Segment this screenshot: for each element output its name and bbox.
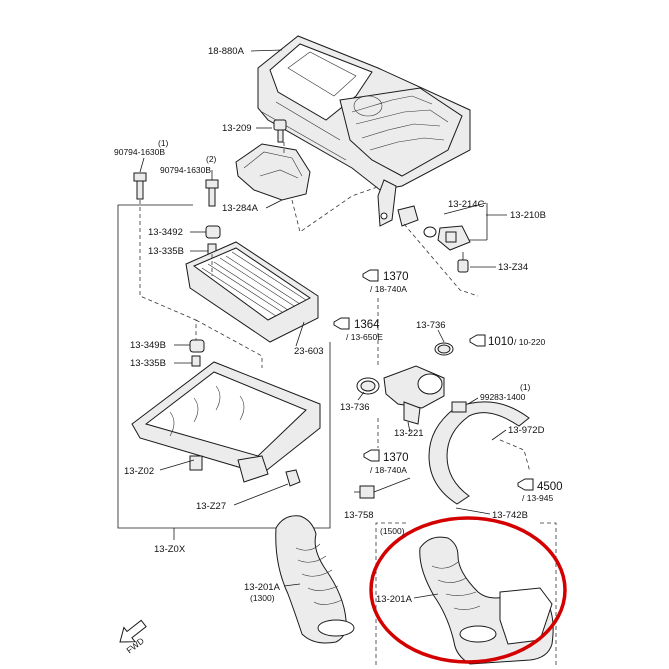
- ref-1370-a: 1370: [383, 271, 409, 283]
- label-90794-1-qty: (1): [158, 138, 169, 148]
- clamp-13-736-a[interactable]: [434, 342, 454, 356]
- grommet-13-349b[interactable]: [189, 339, 205, 353]
- ref-1370-b: 1370: [383, 452, 409, 464]
- label-13-349b: 13-349B: [130, 340, 166, 351]
- label-13-201a-b: 13-201A: [376, 594, 413, 605]
- clamp-13-736-b[interactable]: [356, 377, 380, 395]
- fwd-arrow-icon: [119, 619, 147, 643]
- ref-1010: 1010: [488, 336, 514, 348]
- label-13-758: 13-758: [344, 510, 374, 521]
- label-18-880a: 18-880A: [208, 46, 245, 57]
- hose-13-972d[interactable]: [428, 401, 530, 505]
- label-13-221: 13-221: [394, 428, 424, 439]
- bolt-13-209[interactable]: [273, 119, 287, 143]
- ref-10-220: / 10-220: [514, 337, 545, 347]
- ref-18-740a-b: / 18-740A: [370, 465, 407, 475]
- duct-13-221[interactable]: [383, 365, 445, 425]
- label-13-209: 13-209: [222, 123, 252, 134]
- label-99283-qty: (1): [520, 382, 531, 392]
- label-13-284a: 13-284A: [222, 203, 259, 214]
- label-13-3492: 13-3492: [148, 227, 183, 238]
- bolt-90794-1[interactable]: [133, 172, 147, 200]
- intake-duct-13-201a-1300[interactable]: [275, 515, 355, 644]
- collar-13-335b-b[interactable]: [191, 355, 201, 367]
- label-13-z27: 13-Z27: [196, 501, 226, 512]
- label-13-210b: 13-210B: [510, 210, 546, 221]
- label-13-742b: 13-742B: [492, 510, 528, 521]
- reference-arrow-icon: [333, 269, 534, 491]
- label-90794-2: 90794-1630B: [160, 165, 211, 175]
- bolt-90794-2[interactable]: [205, 179, 219, 207]
- label-13-z02: 13-Z02: [124, 466, 154, 477]
- grommet-13-3492[interactable]: [205, 225, 221, 239]
- o-ring-13-214c[interactable]: [423, 226, 437, 238]
- air-cleaner-case-13-z02[interactable]: [131, 361, 321, 483]
- label-1300: (1300): [250, 593, 275, 603]
- ref-18-740a-a: / 18-740A: [370, 284, 407, 294]
- label-1500: (1500): [380, 526, 405, 536]
- label-13-z0x: 13-Z0X: [154, 544, 186, 555]
- label-13-z34: 13-Z34: [498, 262, 528, 273]
- label-23-603: 23-603: [294, 346, 324, 357]
- label-13-972d: 13-972D: [508, 425, 545, 436]
- ref-13-650e: / 13-650E: [346, 332, 383, 342]
- label-13-201a-a: 13-201A: [244, 582, 281, 593]
- screw-13-z34[interactable]: [457, 252, 469, 273]
- resonator-13-284a[interactable]: [235, 143, 311, 201]
- air-filter-element-23-603[interactable]: [185, 241, 319, 343]
- ref-13-945: / 13-945: [522, 493, 553, 503]
- label-90794-2-qty: (2): [206, 154, 217, 164]
- label-99283-1400: 99283-1400: [480, 392, 526, 402]
- ref-1364: 1364: [354, 319, 380, 331]
- label-13-736-b: 13-736: [340, 402, 370, 413]
- mass-airflow-sensor[interactable]: [437, 225, 471, 251]
- clip-13-z27[interactable]: [285, 469, 301, 487]
- label-13-736-a: 13-736: [416, 320, 446, 331]
- label-13-214c: 13-214C: [448, 199, 485, 210]
- label-13-335b-b: 13-335B: [130, 358, 166, 369]
- label-13-335b-a: 13-335B: [148, 246, 184, 257]
- air-cleaner-cover[interactable]: [257, 35, 471, 227]
- label-90794-1: 90794-1630B: [114, 147, 165, 157]
- highlight-circle: [369, 516, 567, 664]
- ref-4500: 4500: [537, 481, 563, 493]
- fitting-13-758[interactable]: [354, 485, 375, 499]
